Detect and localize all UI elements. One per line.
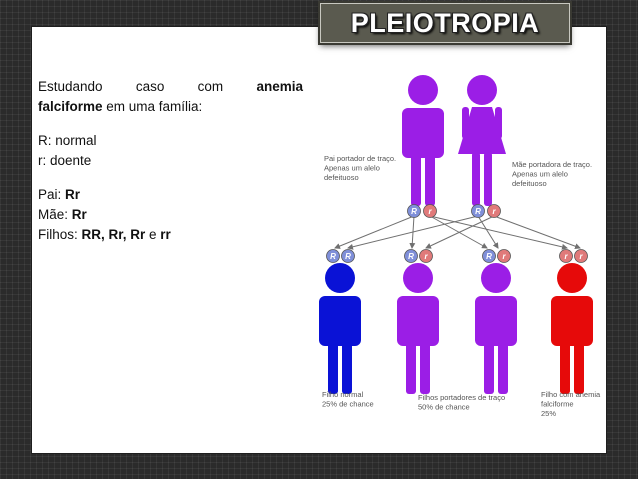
slide-title: PLEIOTROPIA	[350, 7, 540, 38]
allele-chip-label: R	[408, 252, 414, 261]
father-caption: defeituoso	[324, 173, 359, 182]
arrow-line	[493, 215, 581, 250]
arrow-line	[477, 215, 499, 249]
allele-chip-label: R	[330, 252, 336, 261]
text-content: Estudando caso com anemia falciforme em …	[38, 77, 303, 245]
allele-chip	[341, 249, 355, 263]
mother-caption: Mãe portadora de traço.	[512, 160, 592, 169]
allele-chip	[423, 204, 437, 218]
children-conj: e	[145, 227, 161, 242]
caption-anemia: falciforme	[541, 400, 574, 409]
allele-recessive: r: doente	[38, 153, 92, 168]
children-genotypes: Filhos: RR, Rr, Rr e rr	[38, 225, 303, 245]
mother-value: Rr	[71, 207, 87, 222]
arrow-line	[429, 215, 488, 249]
child-figure-normal	[319, 263, 361, 394]
allele-chip	[419, 249, 433, 263]
allele-chip	[404, 249, 418, 263]
allele-dominant: R: normal	[38, 133, 97, 148]
allele-chip-label: R	[486, 252, 492, 261]
arrow-line	[334, 215, 415, 249]
allele-chip	[497, 249, 511, 263]
allele-chip	[471, 204, 485, 218]
mother-genotype: Mãe: Rr	[38, 205, 303, 225]
father-genotype: Pai: Rr	[38, 185, 303, 205]
allele-chip	[482, 249, 496, 263]
figure-captions: Pai portador de traço.Apenas um alelodef…	[322, 154, 601, 418]
father-value: Rr	[65, 187, 81, 202]
caption-normal: Filho normal	[322, 390, 364, 399]
allele-chip-label: r	[428, 207, 432, 216]
allele-chip-label: R	[475, 207, 481, 216]
caption-normal: 25% de chance	[322, 400, 374, 409]
allele-chip-label: r	[492, 207, 496, 216]
children-value: RR, Rr, Rr	[81, 227, 146, 242]
mother-caption: Apenas um alelo	[512, 170, 568, 179]
allele-chip	[487, 204, 501, 218]
child-figure-carrier	[397, 263, 439, 394]
arrow-line	[425, 215, 495, 249]
allele-chip	[559, 249, 573, 263]
mother-caption: defeituoso	[512, 179, 547, 188]
allele-chip	[326, 249, 340, 263]
allele-chip	[574, 249, 588, 263]
child-figure-anemia	[551, 263, 593, 394]
caption-anemia: Filho com anemia	[541, 390, 601, 399]
children-last: rr	[160, 227, 171, 242]
father-caption: Pai portador de traço.	[324, 154, 396, 163]
title-banner: PLEIOTROPIA	[320, 3, 570, 43]
children-label: Filhos:	[38, 227, 82, 242]
arrow-line	[429, 215, 568, 250]
intro-paragraph: Estudando caso com anemia falciforme em …	[38, 77, 303, 117]
intro-word: Estudando	[38, 79, 103, 94]
allele-chip-label: r	[564, 252, 568, 261]
child-figure-carrier	[475, 263, 517, 394]
intro-word: com	[197, 79, 224, 94]
allele-chip-label: R	[345, 252, 351, 261]
allele-chip-label: R	[411, 207, 417, 216]
slide-panel	[31, 26, 607, 454]
caption-carriers: 50% de chance	[418, 403, 470, 412]
mother-label: Mãe:	[38, 207, 72, 222]
intro-bold-word: falciforme	[38, 99, 103, 114]
arrow-line	[347, 215, 479, 250]
father-label: Pai:	[38, 187, 66, 202]
allele-chip-label: r	[424, 252, 428, 261]
intro-bold-word: anemia	[256, 79, 303, 94]
father-caption: Apenas um alelo	[324, 164, 380, 173]
intro-rest: em uma família:	[102, 99, 203, 114]
caption-anemia: 25%	[541, 409, 556, 418]
allele-chip-label: r	[502, 252, 506, 261]
connector-lines	[334, 215, 581, 250]
allele-chip	[407, 204, 421, 218]
caption-carriers: Filhos portadores de traço	[418, 393, 505, 402]
intro-word: caso	[135, 79, 165, 94]
mother-figure	[458, 75, 506, 206]
father-figure	[402, 75, 444, 206]
allele-chip-label: r	[579, 252, 583, 261]
